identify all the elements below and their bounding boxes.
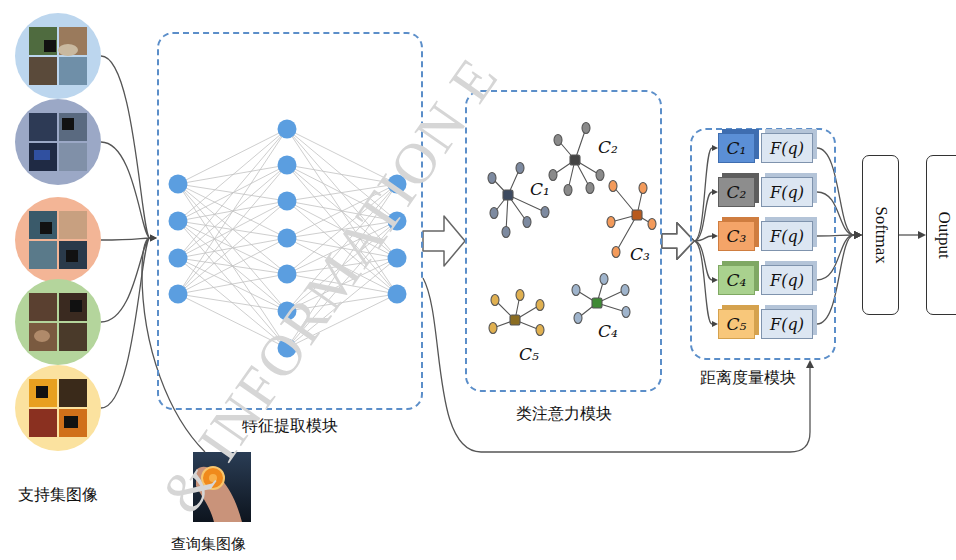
module-label: 类注意力模块 [516, 404, 612, 425]
connector [899, 231, 926, 239]
support-set-images: 支持集图像 [15, 12, 101, 504]
connector-line [694, 241, 712, 324]
arrowhead [806, 360, 814, 368]
arrowhead [150, 235, 157, 242]
support-images [15, 13, 101, 451]
connector [817, 231, 862, 324]
connector [423, 216, 465, 266]
cluster-label: C₅ [519, 344, 539, 364]
feature-label: F(q) [770, 139, 804, 158]
feature-label: F(q) [770, 315, 804, 334]
feature-label: F(q) [770, 183, 804, 202]
class-prototype-box: C₁ [718, 133, 755, 163]
feature-label: F(q) [770, 271, 804, 290]
feature-label: F(q) [770, 227, 804, 246]
prototype-label: C₂ [727, 182, 747, 202]
query-feature-box: F(q) [761, 309, 813, 339]
image-caption: 支持集图像 [18, 486, 98, 504]
connector-line [101, 56, 150, 408]
query-feature-box: F(q) [761, 221, 813, 251]
connector-line [899, 234, 918, 235]
query-feature-box: F(q) [761, 265, 813, 295]
watermark: & INFORMATION E [148, 45, 512, 525]
connector [817, 148, 862, 239]
connector-line [694, 236, 712, 241]
arrowhead [150, 235, 157, 242]
distance-metric-module: 距离度量模块C₁F(q)C₂F(q)C₃F(q)C₄F(q)C₅F(q) [690, 128, 836, 360]
connector-line [694, 192, 712, 241]
arrowhead [854, 231, 862, 239]
output-label: Output [934, 211, 954, 258]
connector [423, 278, 814, 452]
class-clusters [488, 123, 656, 336]
arrowhead [854, 231, 862, 239]
connector [817, 231, 862, 239]
cluster-label: C₁ [530, 179, 550, 199]
query-feature-box: F(q) [761, 177, 813, 207]
module-label: 距离度量模块 [700, 368, 796, 389]
block-arrow [423, 216, 465, 266]
prototype-label: C₃ [727, 226, 747, 246]
prototype-label: C₅ [727, 314, 747, 334]
output-box: Output [926, 155, 956, 315]
prototype-label: C₁ [727, 138, 747, 158]
softmax-box: Softmax [862, 155, 899, 315]
class-prototype-box: C₅ [718, 309, 755, 339]
class-attention-module: 类注意力模块 [465, 90, 662, 392]
arrowhead [918, 231, 926, 239]
cluster-label: C₃ [630, 244, 650, 264]
cluster-label: C₄ [598, 321, 618, 341]
arrowhead [854, 231, 862, 239]
query-feature-box: F(q) [761, 133, 813, 163]
cluster-label: C₂ [598, 137, 618, 157]
connector-line [694, 148, 712, 241]
prototype-label: C₄ [727, 270, 747, 290]
connector [817, 192, 862, 239]
class-prototype-box: C₂ [718, 177, 755, 207]
connector [101, 56, 157, 408]
softmax-label: Softmax [871, 206, 891, 264]
class-prototype-box: C₄ [718, 265, 755, 295]
arrowhead [854, 231, 862, 239]
arrowhead [854, 231, 862, 239]
image-caption: 查询集图像 [171, 535, 246, 553]
class-prototype-box: C₃ [718, 221, 755, 251]
connector-line [423, 278, 810, 452]
